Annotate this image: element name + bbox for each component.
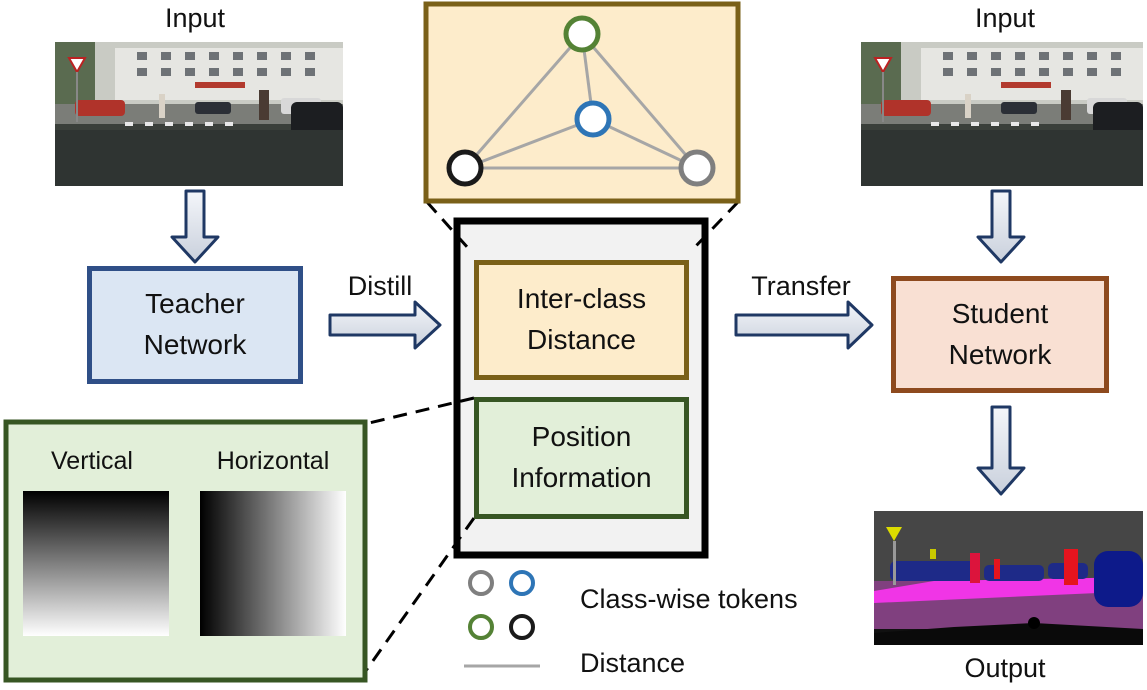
horizontal-label: Horizontal [216,447,330,475]
legend-token-black [509,614,535,640]
legend-token-blue [509,570,535,596]
position-line-2: Information [511,462,652,493]
legend-tokens-label: Class-wise tokens [580,584,798,614]
horizontal-gradient [200,491,346,636]
input-label-right: Input [974,3,1036,33]
arrow-down-left [170,189,220,264]
input-image-left [55,42,343,186]
vertical-label: Vertical [51,447,133,475]
input-label-left: Input [164,3,226,33]
token-gray [678,149,716,187]
zoom-line-left [425,201,470,249]
arrow-down-output [976,405,1026,496]
vertical-gradient [23,491,169,636]
output-label: Output [964,653,1046,683]
teacher-line-2: Network [143,329,247,360]
position-line-1: Position [531,421,632,453]
legend-distance-label: Distance [580,648,686,678]
arrow-down-right [976,189,1026,264]
zoom-line-right [692,200,740,250]
token-blue [574,100,612,138]
transfer-label: Transfer [751,271,851,301]
arrow-transfer [734,300,874,350]
interclass-line-1: Inter-class [516,283,647,315]
distill-label: Distill [347,271,413,301]
token-green [563,15,601,53]
token-distance-lines [463,33,699,170]
legend-token-gray [468,570,494,596]
student-line-1: Student [951,297,1049,329]
token-black [446,149,484,187]
zoom-line-top [364,396,475,426]
input-image-right [861,42,1143,186]
teacher-line-1: Teacher [145,288,245,320]
zoom-line-bottom [363,517,476,673]
student-line-2: Network [948,338,1052,370]
legend-token-green [468,614,494,640]
output-segmentation [874,511,1143,645]
interclass-line-2: Distance [527,324,636,355]
arrow-distill [328,300,442,350]
